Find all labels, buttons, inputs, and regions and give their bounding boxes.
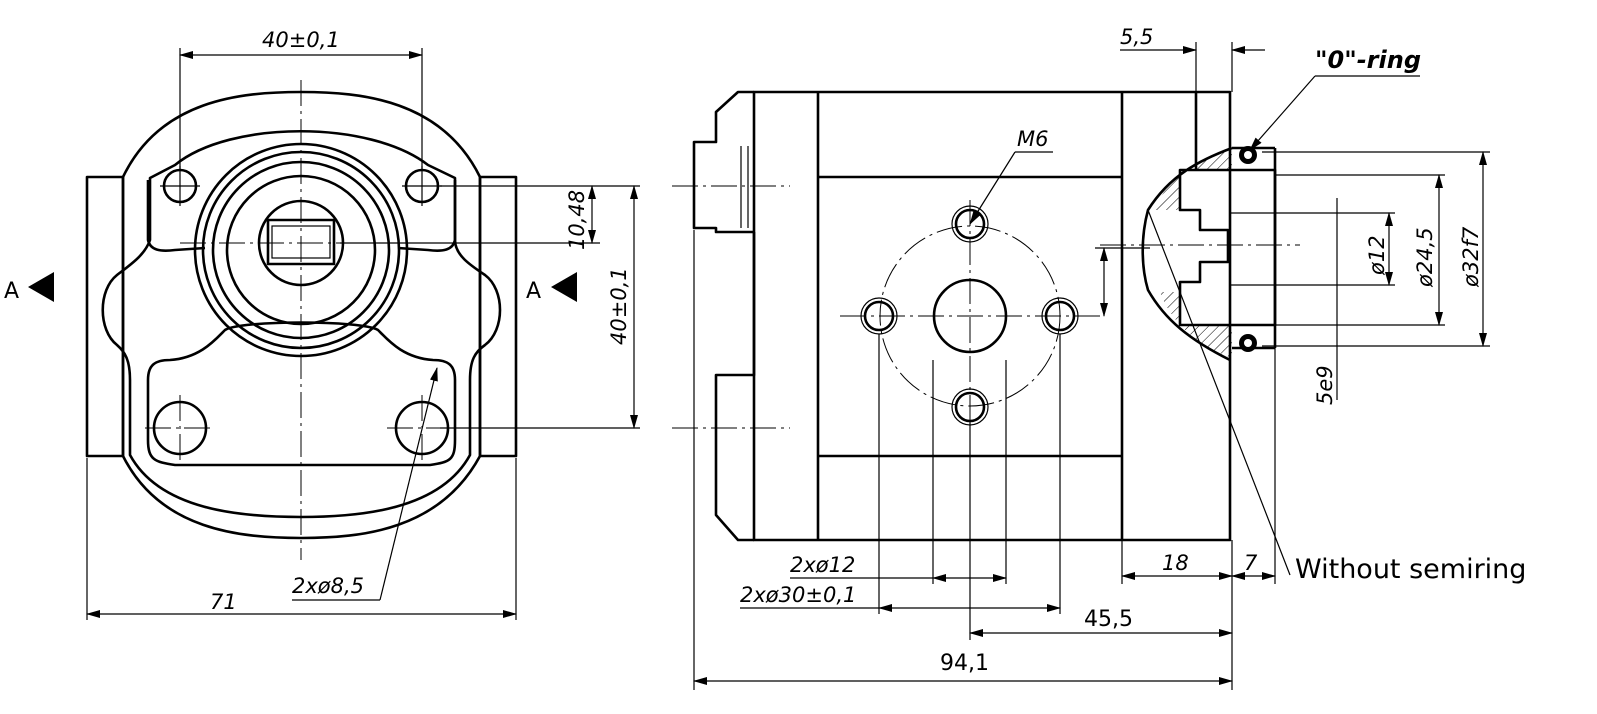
section-marker-right: A bbox=[526, 279, 541, 304]
dim-port-pattern: 2xø30±0,1 bbox=[740, 583, 856, 607]
left-mounting-lug bbox=[85, 175, 125, 458]
pump-body-outline bbox=[121, 90, 482, 540]
side-body bbox=[752, 90, 1232, 542]
dim-diameter-12: ø12 bbox=[1365, 235, 1389, 276]
shaft-hatch-bottom bbox=[1160, 292, 1232, 358]
front-dimensions: 40±0,1 71 10,48 40±0,1 2xø8,5 bbox=[86, 28, 640, 620]
dim-port-position: 45,5 bbox=[1084, 607, 1133, 632]
dim-diameter-32f7: ø32f7 bbox=[1459, 226, 1483, 288]
dim-shaft-offset: 10,48 bbox=[565, 190, 589, 250]
dim-thread: M6 bbox=[1017, 127, 1048, 151]
dim-mount-holes: 2xø8,5 bbox=[292, 574, 364, 598]
section-marker-left: A bbox=[4, 279, 19, 304]
top-recess bbox=[146, 180, 457, 252]
dim-shaft-step: 5,5 bbox=[1120, 25, 1153, 49]
shaft-hatch-top bbox=[1155, 150, 1232, 210]
front-view bbox=[85, 80, 518, 560]
dim-shaft-length: 7 bbox=[1244, 551, 1258, 575]
dim-port-diameter: 2xø12 bbox=[790, 553, 855, 577]
label-note: Without semiring bbox=[1295, 554, 1526, 585]
dim-key: 5e9 bbox=[1313, 365, 1337, 405]
side-view bbox=[672, 90, 1300, 542]
section-arrow-right bbox=[551, 272, 577, 302]
section-arrow-left bbox=[28, 272, 54, 302]
inner-contour bbox=[101, 130, 502, 519]
dim-vertical-holes: 40±0,1 bbox=[607, 267, 631, 345]
dim-flange-holes: 40±0,1 bbox=[262, 28, 340, 52]
right-mounting-lug bbox=[478, 175, 518, 458]
dim-front-width: 71 bbox=[210, 590, 237, 614]
label-o-ring: "0"-ring bbox=[1315, 46, 1421, 74]
bottom-cavity bbox=[146, 321, 457, 467]
dim-overall-length: 94,1 bbox=[940, 651, 989, 676]
side-flange bbox=[692, 90, 756, 542]
dim-diameter-24-5: ø24,5 bbox=[1413, 227, 1437, 288]
dim-flange-length: 18 bbox=[1162, 551, 1189, 575]
side-dimensions: M6 5,5 "0"-ring ø12 ø24,5 ø32f7 5e9 With… bbox=[693, 25, 1526, 690]
